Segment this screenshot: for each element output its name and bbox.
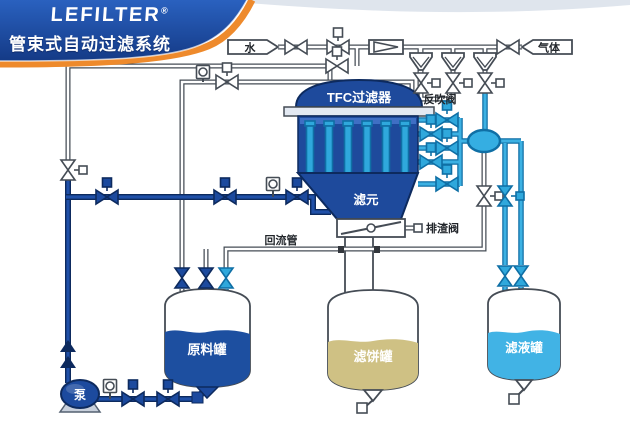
valve-icon (496, 39, 520, 55)
outlet-flange (191, 391, 204, 404)
water-source-tag: 水 (227, 39, 280, 55)
filtrate-tank-liquid (488, 330, 560, 380)
filtrate-tank: 滤液罐 (487, 288, 561, 405)
filtrate-tank-drain (508, 393, 520, 405)
filter-tube-elements (304, 120, 411, 184)
filter-title-label: TFC过滤器 (327, 90, 392, 105)
filter-cake-tank: 滤饼罐 (327, 289, 419, 414)
return-pipe (179, 152, 487, 294)
valve-icon (477, 72, 505, 94)
slag-discharge-valve: 排渣阀 (336, 218, 459, 238)
filtrate-tank-label: 滤液罐 (505, 340, 543, 355)
valve-icon (497, 265, 513, 287)
pipe-joint-dot (338, 246, 344, 253)
filter-flange (283, 106, 435, 117)
raw-material-tank: 原料罐 (164, 288, 251, 400)
gas-label: 气体 (537, 41, 561, 55)
cake-tank-outlet (362, 389, 384, 403)
return-pipe-label: 回流管 (265, 233, 298, 247)
tube-sheet (300, 118, 416, 124)
valve-icon (198, 267, 214, 289)
valve-icon (174, 267, 190, 289)
pipe-joint-dot (374, 246, 380, 253)
slag-discharge-label: 排渣阀 (426, 221, 459, 235)
gas-source-tag: 气体 (520, 39, 573, 55)
backflush-valve-icon (435, 164, 459, 192)
valve-icon (156, 379, 180, 407)
feed-pump: 泵 (58, 379, 102, 413)
valve-icon (476, 185, 504, 207)
gauges-layer (102, 64, 281, 399)
flow-arrow-up-icon (60, 356, 76, 368)
gauge-icon (195, 64, 211, 80)
cake-tank-label: 滤饼罐 (353, 349, 392, 364)
pump-label: 泵 (74, 388, 86, 402)
raw-tank-liquid (165, 330, 250, 387)
dust-collector-funnels (409, 52, 497, 71)
gauge-icon (102, 378, 118, 394)
valve-icon (213, 177, 237, 205)
valve-icon (284, 39, 308, 55)
raw-tank-label: 原料罐 (187, 342, 226, 357)
check-valve-icon (368, 39, 404, 55)
valve-icon (60, 159, 88, 181)
filter-dome (294, 78, 424, 108)
raw-tank-outlet (195, 386, 220, 400)
valve-icon (121, 379, 145, 407)
gauge-icon (265, 176, 281, 192)
valve-icon (513, 265, 529, 287)
slag-discharge-pipe (344, 236, 374, 294)
tfc-filter-vessel: TFC过滤器 滤元 (283, 78, 435, 220)
valve-icon (445, 72, 473, 94)
filtrate-tank-outlet (514, 379, 534, 392)
cake-tank-liquid (328, 339, 418, 390)
backflush-junction-node (466, 128, 502, 154)
filter-body (297, 115, 419, 174)
valve-icon (95, 177, 119, 205)
backflush-valves-label: 反吹阀 (424, 92, 457, 106)
water-label: 水 (245, 41, 257, 55)
pump-body (60, 379, 100, 409)
cake-tank-drain (356, 402, 368, 414)
filter-elements-label: 滤元 (353, 192, 379, 207)
flow-arrow-up-icon (60, 340, 76, 352)
valves-layer (60, 27, 529, 407)
valve-icon (218, 267, 234, 289)
